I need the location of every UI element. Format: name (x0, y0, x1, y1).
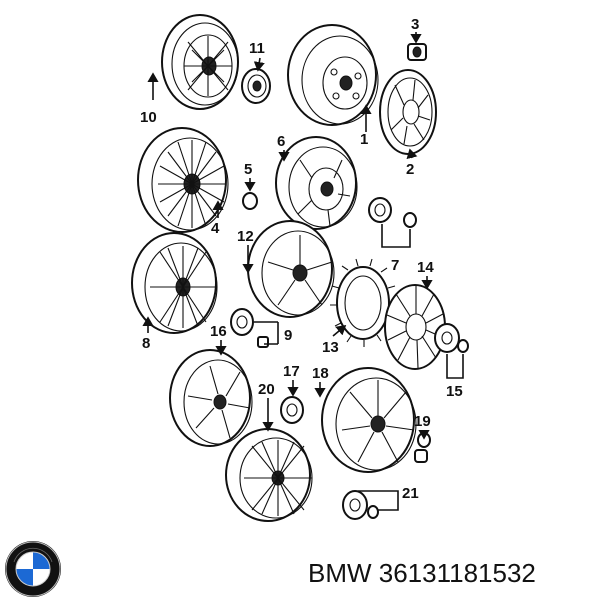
wheel-10 (161, 14, 239, 110)
callout-4: 4 (211, 220, 220, 237)
bmw-roundel-icon (5, 541, 61, 597)
callout-19: 19 (414, 413, 431, 430)
center-cap-17 (280, 396, 304, 424)
callout-14: 14 (417, 259, 434, 276)
callout-20: 20 (258, 381, 275, 398)
callout-11: 11 (249, 40, 265, 57)
leader-lines (142, 32, 464, 511)
cap-set-19 (414, 432, 431, 463)
callout-18: 18 (312, 365, 329, 382)
center-cap-5 (242, 192, 258, 210)
hubcap-14 (384, 284, 446, 370)
nut-3 (407, 43, 427, 61)
part-number: BMW 36131181532 (308, 558, 536, 588)
cap-set-15 (434, 323, 469, 353)
callout-2: 2 (406, 161, 414, 178)
center-cap-9 (230, 308, 269, 348)
toothed-ring-13 (330, 258, 397, 347)
callout-3: 3 (411, 16, 419, 33)
wheel-8 (131, 232, 218, 334)
wheel-16 (169, 349, 253, 447)
callout-5: 5 (244, 161, 252, 178)
hub-ring-7 (368, 197, 417, 228)
wheel-1 (287, 24, 379, 126)
wheel-4 (137, 127, 229, 233)
hubcap-2 (379, 69, 437, 155)
callout-labels: 1 2 3 4 5 6 7 8 9 10 11 12 13 14 15 16 1… (140, 16, 463, 502)
wheel-cap-11 (241, 68, 271, 104)
callout-16: 16 (210, 323, 227, 340)
callout-15: 15 (446, 383, 463, 400)
cap-set-21 (342, 490, 379, 520)
wheel-12 (247, 220, 335, 318)
callout-7: 7 (391, 257, 399, 274)
callout-8: 8 (142, 335, 150, 352)
callout-9: 9 (284, 327, 292, 344)
callout-12: 12 (237, 228, 254, 245)
callout-17: 17 (283, 363, 300, 380)
callout-6: 6 (277, 133, 285, 150)
callout-13: 13 (322, 339, 339, 356)
callout-21: 21 (402, 485, 419, 502)
callout-1: 1 (360, 131, 368, 148)
wheel-6 (275, 136, 358, 230)
wheel-18 (321, 367, 417, 473)
callout-10: 10 (140, 109, 157, 126)
wheel-20 (225, 428, 313, 522)
